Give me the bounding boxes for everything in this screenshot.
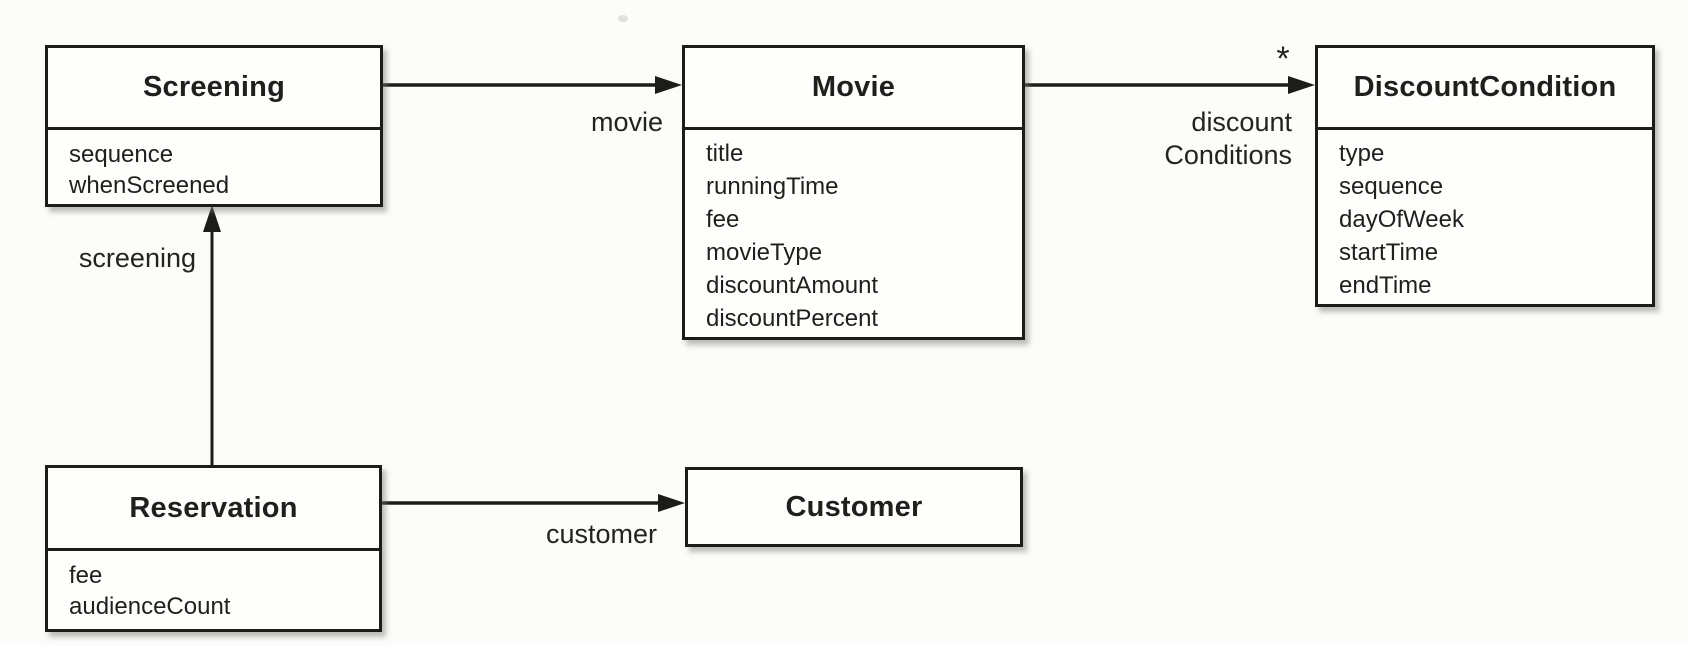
- association-label-discount-conditions-line2: Conditions: [1164, 140, 1292, 170]
- attribute-movie-title: title: [706, 140, 744, 167]
- association-label-customer: customer: [545, 519, 657, 549]
- association-reservation-to-customer: [382, 494, 685, 512]
- class-name-screening: Screening: [48, 48, 380, 130]
- association-movie-to-discount-condition: [1025, 76, 1315, 94]
- attribute-discountcondition-sequence: sequence: [1339, 173, 1444, 200]
- arrowhead-icon: [1288, 76, 1315, 94]
- multiplicity-star: *: [1276, 40, 1290, 78]
- association-label-discount-conditions: discount Conditions: [1092, 106, 1292, 172]
- attribute-movie-runningtime: runningTime: [706, 173, 839, 200]
- attribute-reservation-audiencecount: audienceCount: [69, 593, 231, 620]
- attribute-discountcondition-starttime: startTime: [1339, 239, 1439, 266]
- arrowhead-icon: [203, 205, 221, 232]
- attribute-reservation-fee: fee: [69, 562, 103, 589]
- attribute-discountcondition-dayofweek: dayOfWeek: [1339, 206, 1464, 233]
- class-box-customer: Customer: [685, 467, 1023, 547]
- class-box-screening: Screening sequence whenScreened: [45, 45, 383, 207]
- attribute-movie-discountpercent: discountPercent: [706, 305, 879, 332]
- class-attributes-screening: sequence whenScreened: [48, 130, 380, 201]
- class-box-reservation: Reservation fee audienceCount: [45, 465, 382, 632]
- attribute-screening-whenscreened: whenScreened: [69, 172, 230, 199]
- class-name-movie: Movie: [685, 48, 1022, 130]
- association-screening-to-movie: [383, 76, 682, 94]
- attribute-movie-movietype: movieType: [706, 239, 823, 266]
- attribute-screening-sequence: sequence: [69, 141, 174, 168]
- association-label-screening: screening: [78, 243, 196, 273]
- scan-smudge-artifact: [618, 15, 628, 22]
- attribute-movie-discountamount: discountAmount: [706, 272, 879, 299]
- class-attributes-movie: title runningTime fee movieType discount…: [685, 130, 1022, 335]
- class-box-discount-condition: DiscountCondition type sequence dayOfWee…: [1315, 45, 1655, 307]
- attribute-movie-fee: fee: [706, 206, 740, 233]
- association-label-discount-conditions-line1: discount: [1191, 107, 1292, 137]
- class-attributes-discount-condition: type sequence dayOfWeek startTime endTim…: [1318, 130, 1652, 302]
- attribute-discountcondition-type: type: [1339, 140, 1385, 167]
- class-name-discount-condition: DiscountCondition: [1318, 48, 1652, 130]
- association-label-movie: movie: [590, 107, 663, 137]
- class-name-customer: Customer: [785, 490, 923, 523]
- arrowhead-icon: [655, 76, 682, 94]
- attribute-discountcondition-endtime: endTime: [1339, 272, 1432, 299]
- class-name-reservation: Reservation: [48, 468, 379, 551]
- association-reservation-to-screening: [203, 205, 221, 465]
- class-attributes-reservation: fee audienceCount: [48, 551, 379, 622]
- class-box-movie: Movie title runningTime fee movieType di…: [682, 45, 1025, 340]
- arrowhead-icon: [658, 494, 685, 512]
